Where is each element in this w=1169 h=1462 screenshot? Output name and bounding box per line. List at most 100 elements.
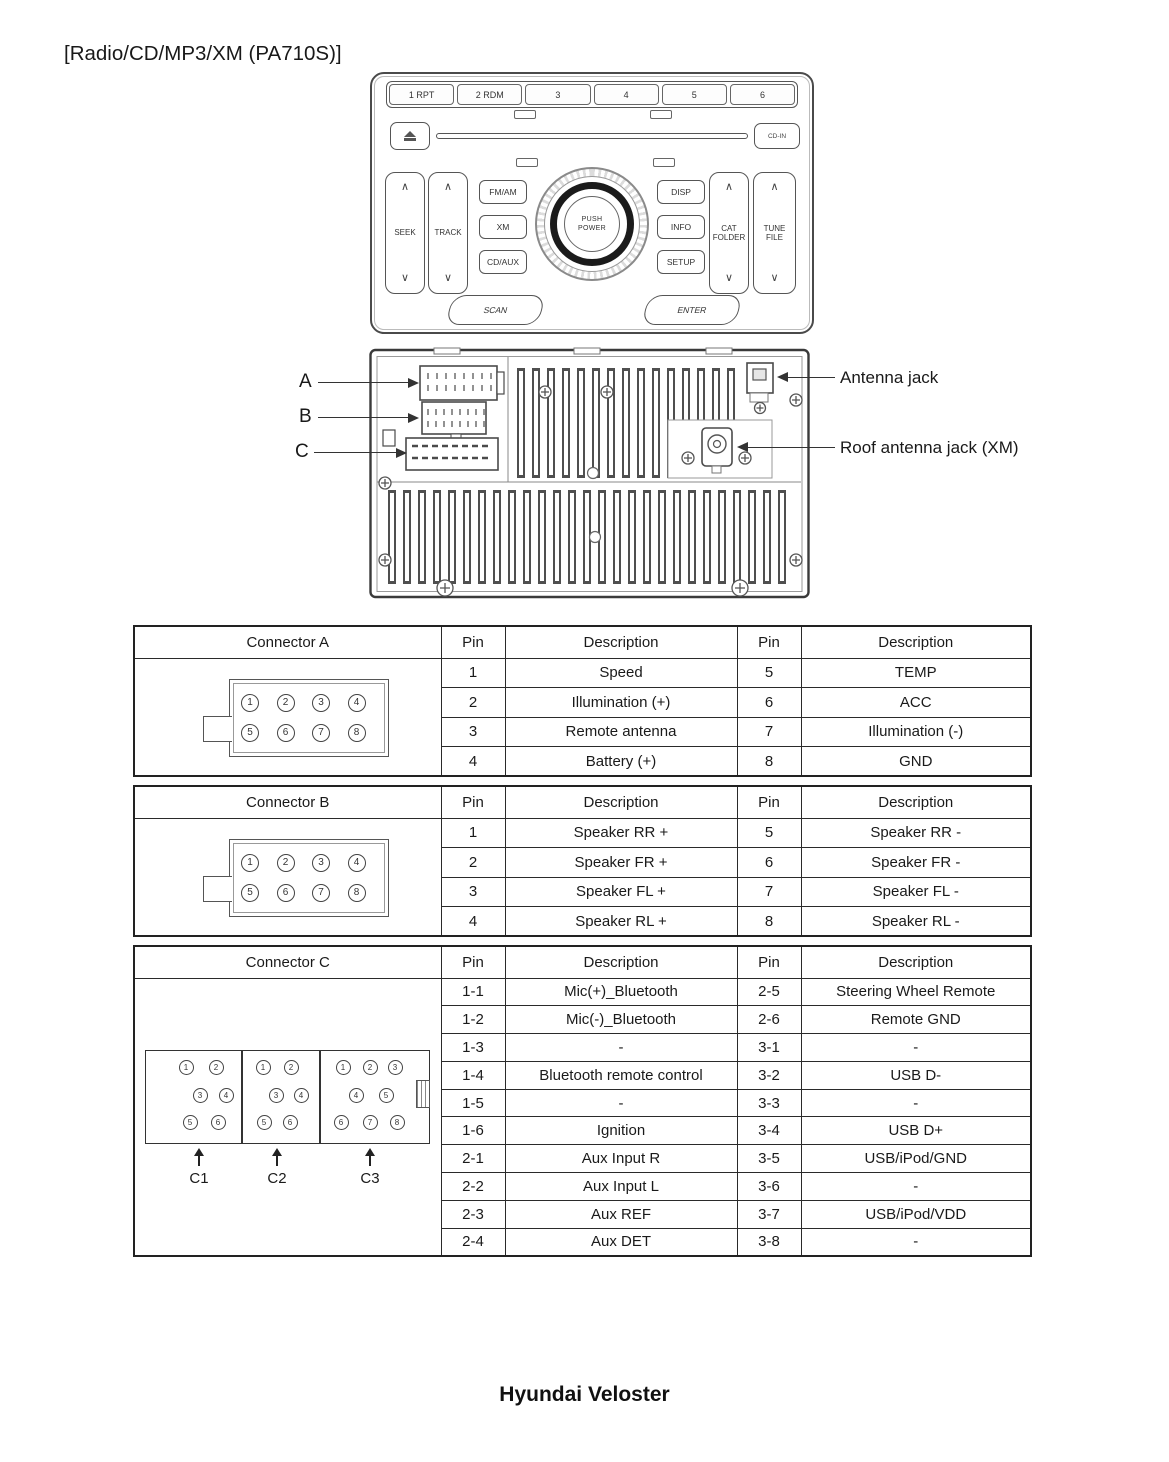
table-row: 1-4 Bluetooth remote control 3-2 USB D-	[134, 1060, 1032, 1090]
indicator-window	[653, 158, 675, 167]
table-row: 4 Battery (+) 8 GND	[134, 746, 1032, 777]
pin-cell: 8	[736, 906, 802, 937]
description-cell: -	[504, 1033, 738, 1062]
description-cell: USB/iPod/GND	[800, 1144, 1032, 1174]
pin-cell: 3-4	[736, 1116, 802, 1146]
pin-number: 4	[293, 1088, 309, 1103]
table-row: 2-4 Aux DET 3-8 -	[134, 1227, 1032, 1257]
pin-number: 4	[348, 1088, 364, 1103]
description-cell: Remote GND	[800, 1005, 1032, 1035]
arrow-up-icon	[193, 1147, 205, 1166]
connector-latch	[416, 1079, 430, 1108]
description-cell: Illumination (+)	[504, 687, 738, 718]
pin-header: Pin	[440, 625, 506, 659]
cd-in-indicator: CD-IN	[754, 123, 800, 149]
knob-label-push: PUSH	[581, 215, 603, 223]
pin-number: 6	[276, 723, 295, 742]
page-title: [Radio/CD/MP3/XM (PA710S)]	[64, 42, 342, 65]
description-cell: -	[800, 1172, 1032, 1201]
connector-b-pinout-drawing: 1 2 3 4 5 6 7 8	[203, 838, 389, 917]
connector-key-notch	[203, 715, 232, 742]
pin-cell: 2-2	[440, 1172, 506, 1201]
connector-c-table: Connector C Pin Description Pin Descript…	[133, 945, 1032, 1257]
pin-number: 1	[178, 1060, 194, 1075]
description-cell: Aux REF	[504, 1199, 738, 1229]
pin-number: 6	[210, 1115, 226, 1130]
pin-cell: 2-3	[440, 1199, 506, 1229]
seek-button-column: ∧ SEEK ∨	[385, 172, 425, 294]
chevron-up-icon: ∧	[770, 181, 779, 193]
description-cell: USB D+	[800, 1116, 1032, 1146]
pin-number: 3	[312, 693, 330, 712]
pin-number: 3	[312, 853, 330, 872]
table-row: 1-2 Mic(-)_Bluetooth 2-6 Remote GND	[134, 1005, 1032, 1035]
antenna-jack-drawing	[746, 362, 774, 403]
tune-file-button-column: ∧ TUNE FILE ∨	[753, 172, 796, 294]
sub-connector-c3-label: C3	[360, 1169, 380, 1187]
pin-number: 5	[256, 1115, 272, 1130]
pin-header: Pin	[736, 785, 802, 819]
pin-cell: 6	[736, 847, 802, 878]
pin-number: 8	[347, 883, 366, 902]
info-button: INFO	[657, 215, 705, 239]
sub-connector-c1-label: C1	[189, 1169, 209, 1187]
pin-cell: 1	[440, 657, 506, 688]
connector-a-pinout-drawing: 1 2 3 4 5 6 7 8	[203, 678, 389, 757]
pin-number: 8	[389, 1115, 405, 1130]
pin-number: 2	[276, 853, 295, 872]
pin-cell: 4	[440, 746, 506, 777]
description-header: Description	[800, 945, 1032, 979]
folder-label: FOLDER	[712, 233, 746, 242]
connector-b-table: Connector B Pin Description Pin Descript…	[133, 785, 1032, 937]
preset-button-6: 6	[729, 84, 796, 105]
pin-number: 6	[333, 1115, 349, 1130]
pin-cell: 3	[440, 716, 506, 747]
pin-cell: 7	[736, 716, 802, 747]
arrow-left-icon	[737, 442, 748, 452]
cat-label: CAT	[721, 223, 737, 233]
table-row: 1-5 - 3-3 -	[134, 1088, 1032, 1118]
connector-a-block	[419, 365, 505, 401]
description-cell: Speaker RL +	[504, 906, 738, 937]
chevron-up-icon: ∧	[724, 181, 734, 193]
antenna-jack-label: Antenna jack	[840, 368, 939, 387]
pin-number: 7	[312, 883, 330, 902]
radio-front-panel-illustration: 1 RPT 2 RDM 3 4 5 6 CD-IN ∧ SEEK ∨ ∧ TRA…	[370, 72, 814, 334]
connector-c-callout: C	[295, 441, 309, 462]
description-cell: Remote antenna	[504, 716, 738, 747]
arrow-left-icon	[777, 372, 788, 382]
scan-button: SCAN	[445, 295, 546, 325]
description-header: Description	[504, 625, 738, 659]
cat-folder-button-column: ∧ CAT FOLDER ∨	[709, 172, 749, 294]
pin-number: 2	[276, 693, 295, 712]
table-row: 2-1 Aux Input R 3-5 USB/iPod/GND	[134, 1144, 1032, 1174]
table-row: 2-2 Aux Input L 3-6 -	[134, 1172, 1032, 1201]
cd-slot	[436, 133, 748, 139]
preset-button-2: 2 RDM	[457, 84, 523, 105]
description-cell: Speed	[504, 657, 738, 688]
connector-a-drawing-cell: 1 2 3 4 5 6 7 8	[133, 657, 442, 777]
sub-connector-c2: 1 2 3 4 5 6	[242, 1049, 320, 1144]
pin-number: 7	[362, 1115, 378, 1130]
pin-number: 5	[378, 1088, 394, 1103]
connector-b-title: Connector B	[133, 785, 442, 819]
pin-cell: 4	[440, 906, 506, 937]
table-row: 1 2 3 4 5 6 1 2 3 4 5 6	[133, 977, 1032, 1257]
description-cell: Aux DET	[504, 1227, 738, 1257]
pin-number: 1	[335, 1060, 351, 1075]
pin-number: 3	[192, 1088, 208, 1103]
description-cell: Aux Input R	[504, 1144, 738, 1174]
pin-header: Pin	[736, 625, 802, 659]
connector-b-drawing-cell: 1 2 3 4 5 6 7 8	[133, 817, 442, 937]
description-cell: Speaker RL -	[800, 906, 1032, 937]
indicator-window	[650, 110, 672, 119]
description-cell: Speaker RR +	[504, 817, 738, 848]
description-cell: Ignition	[504, 1116, 738, 1146]
pin-cell: 1-6	[440, 1116, 506, 1146]
page-footer: Hyundai Veloster	[499, 1383, 670, 1406]
arrow-up-icon	[364, 1147, 376, 1166]
pin-cell: 3-2	[736, 1060, 802, 1090]
pin-number: 4	[347, 853, 366, 872]
chevron-up-icon: ∧	[400, 181, 410, 193]
description-cell: Mic(+)_Bluetooth	[504, 977, 738, 1007]
